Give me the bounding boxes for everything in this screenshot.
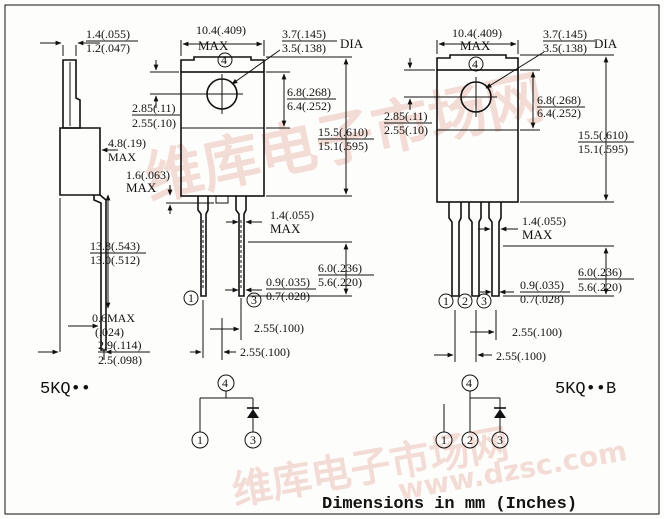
dim2-hole-min: 3.5(.138)	[543, 41, 587, 55]
dim-hole-max: 3.7(.145)	[282, 27, 326, 41]
dim-body-height-max: 15.5(.610)	[318, 125, 368, 139]
svg-text:4: 4	[472, 57, 478, 71]
svg-text:MAX: MAX	[460, 38, 491, 53]
dim2-lead-thickness-min: 0.7(.028)	[520, 292, 564, 306]
svg-text:MAX: MAX	[522, 227, 553, 242]
dim-shoulder-height: 1.6(.063)	[126, 168, 170, 182]
front-view-2-lead: 4 1 3 10.4(.409) MAX 3.7(.145) 3.5(.138)…	[126, 23, 374, 360]
svg-text:MAX: MAX	[126, 180, 157, 195]
front2-lead-2	[468, 202, 482, 297]
dim-tab-height-max: 6.8(.268)	[287, 85, 331, 99]
dim-tab-thickness-max: 1.4(.055)	[86, 27, 130, 41]
svg-text:DIA: DIA	[340, 36, 364, 51]
dim2-body-height-max: 15.5(.610)	[578, 128, 628, 142]
svg-text:2: 2	[462, 294, 468, 308]
dim-pitch-a: 2.55(.100)	[254, 321, 304, 335]
svg-text:MAX: MAX	[270, 221, 301, 236]
front2-tab	[436, 54, 519, 70]
front1-pin3-label	[246, 292, 262, 308]
svg-text:3: 3	[497, 433, 503, 447]
svg-text:3: 3	[251, 293, 257, 307]
svg-text:DIA: DIA	[594, 36, 618, 51]
side-body	[59, 127, 101, 196]
front2-pin2-label	[457, 293, 473, 309]
front1-lead-1	[197, 196, 209, 297]
dim2-lead-thickness-max: 0.9(.035)	[520, 278, 564, 292]
dim-width: 10.4(.409)	[196, 23, 246, 37]
dim2-lead-width: 1.4(.055)	[522, 214, 566, 228]
dim-lead-length-min: 13.0(.512)	[90, 253, 140, 267]
dim-lead-thickness-max: 0.9(.035)	[266, 275, 310, 289]
svg-text:1: 1	[441, 433, 447, 447]
front2-pin1-label	[438, 293, 454, 309]
front2-pin3-label	[476, 293, 492, 309]
dim-lead-width: 1.4(.055)	[270, 208, 314, 222]
svg-text:3: 3	[481, 294, 487, 308]
dim2-hole-max: 3.7(.145)	[543, 27, 587, 41]
svg-text:4: 4	[221, 53, 227, 67]
side-tab	[62, 59, 81, 129]
schematic-right: 4 1 2 3	[435, 374, 509, 449]
dim2-to-shoulder-max: 6.0(.236)	[578, 265, 622, 279]
svg-text:4: 4	[222, 376, 228, 390]
dim2-tab-height-max: 6.8(.268)	[537, 93, 581, 107]
dim2-pitch-a: 2.55(.100)	[512, 325, 562, 339]
front1-pin1-label	[183, 290, 199, 306]
part-number-left: 5KQ••	[40, 380, 91, 399]
dim2-hole-offset-min: 2.55(.10)	[384, 123, 428, 137]
dimensions-caption: Dimensions in mm (Inches)	[322, 495, 577, 514]
diode-symbol	[247, 409, 259, 418]
dim-hole-offset-max: 2.85(.11)	[132, 101, 176, 115]
dim2-width: 10.4(.409)	[452, 26, 502, 40]
dim-tab-thickness-min: 1.2(.047)	[86, 41, 130, 55]
front1-body	[180, 71, 265, 197]
svg-text:1: 1	[197, 433, 203, 447]
front-view-3-lead: 4 1 2 3 10.4(.409) MAX 3.7(.145) 3.5(.13…	[384, 26, 634, 363]
svg-text:MAX: MAX	[198, 38, 229, 53]
dim-lead-thickness-min: 0.7(.028)	[266, 289, 310, 303]
svg-text:1: 1	[188, 291, 194, 305]
front1-tab	[180, 56, 265, 72]
front1-center-stub	[215, 196, 229, 204]
svg-text:3: 3	[250, 433, 256, 447]
frame	[4, 4, 660, 515]
dim-to-shoulder-max: 6.0(.236)	[318, 261, 362, 275]
front2-lead-1	[448, 202, 462, 297]
dim-hole-min: 3.5(.138)	[282, 41, 326, 55]
dim2-pitch-b: 2.55(.100)	[496, 349, 546, 363]
schematic-left: 4 1 3	[191, 374, 262, 449]
front1-pin4-marker	[217, 52, 233, 68]
dim-hole-offset-min: 2.55(.10)	[132, 116, 176, 130]
dim2-to-shoulder-min: 5.6(.220)	[578, 280, 622, 294]
part-number-right: 5KQ••B	[555, 380, 616, 399]
svg-text:(.024): (.024)	[95, 325, 124, 339]
dim-lead-length-max: 13.8(.543)	[90, 239, 140, 253]
diode-symbol-b	[494, 409, 506, 418]
dim2-body-height-min: 15.1(.595)	[578, 142, 628, 156]
dim-body-thickness: 4.8(.19)	[108, 136, 146, 150]
front2-lead-3	[488, 202, 502, 297]
dim-pitch-b: 2.55(.100)	[240, 345, 290, 359]
front2-pin4-marker	[468, 56, 484, 72]
dim-bend-min: 2.5(.098)	[98, 353, 142, 367]
svg-text:1: 1	[443, 294, 449, 308]
front1-lead-3	[235, 196, 247, 297]
dim-body-height-min: 15.1(.595)	[318, 139, 368, 153]
svg-text:4: 4	[466, 376, 472, 390]
dim-bend-max: 2.9(.114)	[98, 338, 142, 352]
dim-tab-height-min: 6.4(.252)	[287, 99, 331, 113]
svg-text:MAX: MAX	[108, 150, 136, 164]
dim-bottom-max: 0.6MAX	[92, 311, 135, 325]
dim2-tab-height-min: 6.4(.252)	[537, 106, 581, 120]
side-view: 1.4(.055) 1.2(.047) 4.8(.19) MAX 13.8(.5…	[38, 27, 150, 367]
dim2-hole-offset-max: 2.85(.11)	[384, 109, 428, 123]
front2-body	[436, 69, 519, 203]
dim-to-shoulder-min: 5.6(.220)	[318, 275, 362, 289]
svg-text:2: 2	[467, 433, 473, 447]
